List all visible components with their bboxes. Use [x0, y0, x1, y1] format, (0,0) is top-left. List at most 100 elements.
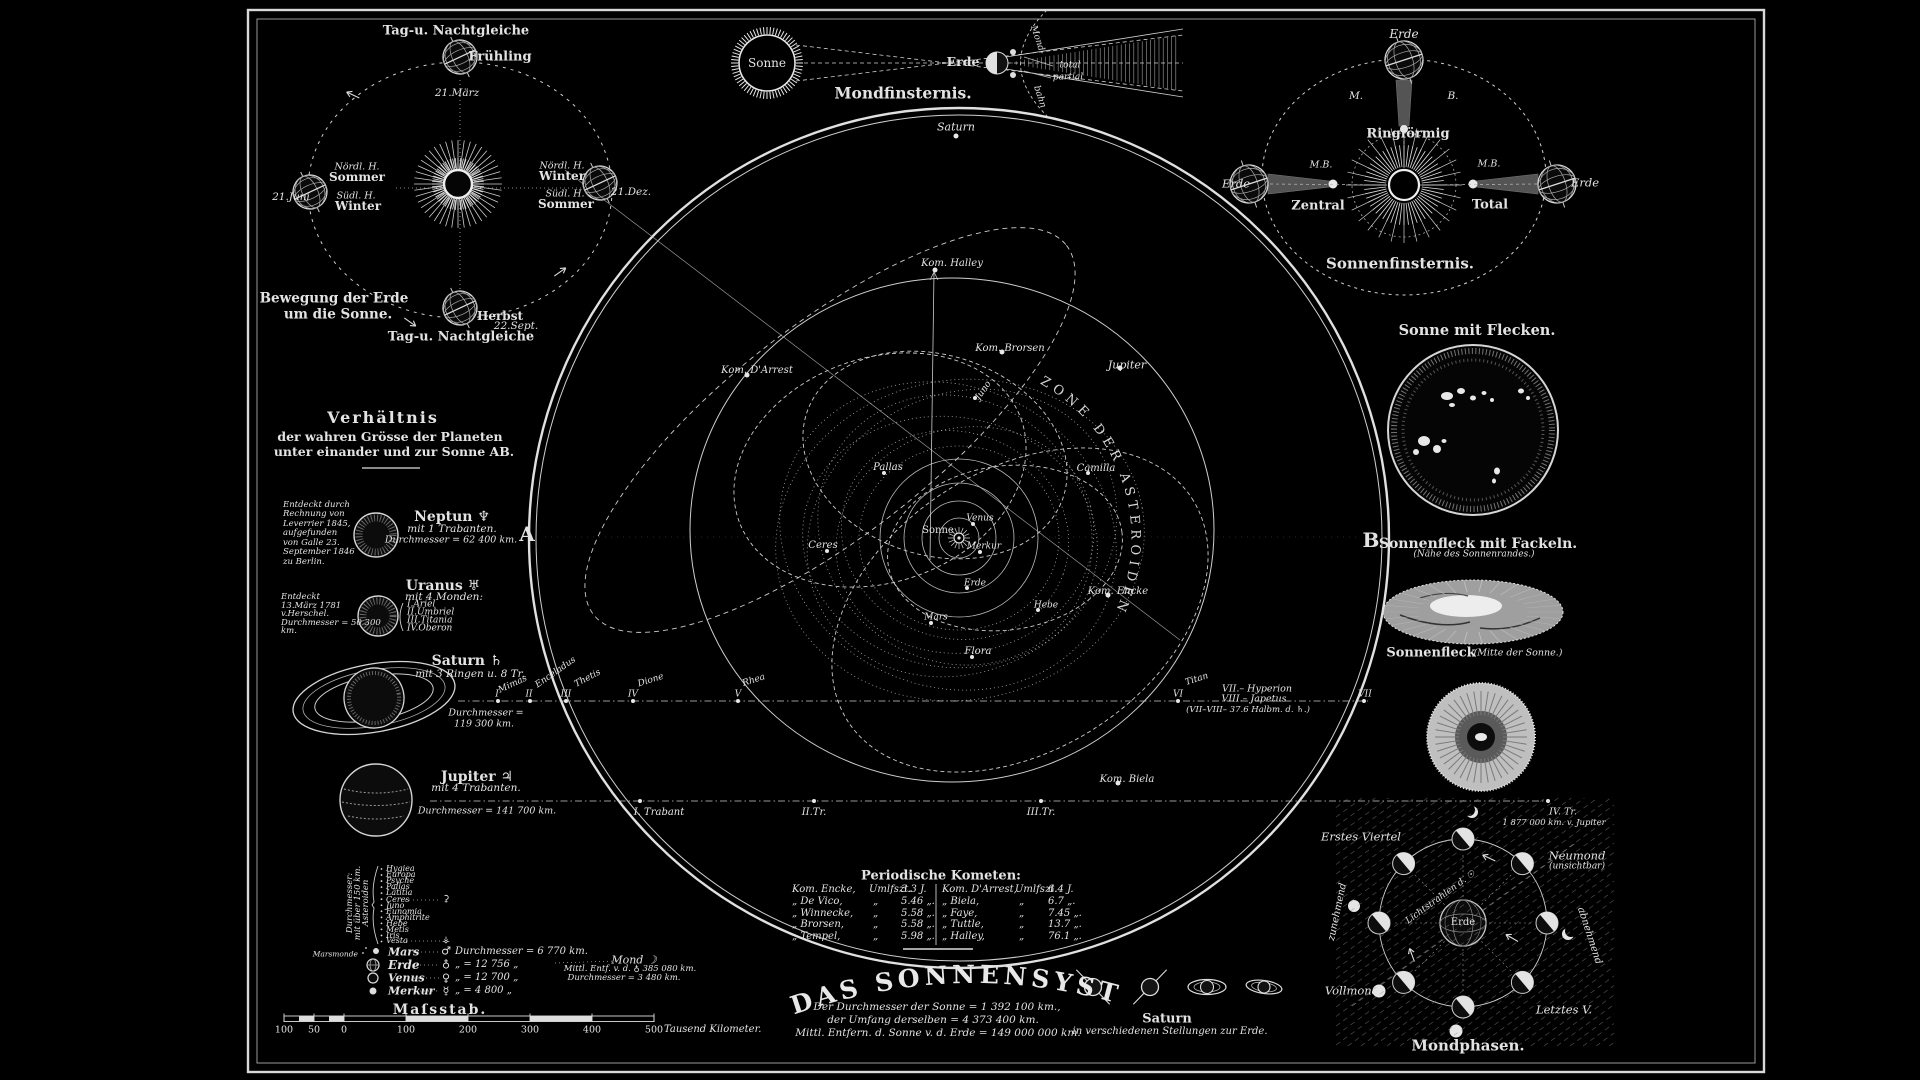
jupiter-moon-4-label: IV. Tr. [1549, 806, 1577, 818]
asteroid-item: Lätitia [386, 888, 413, 897]
map-kom-halley-label: Kom. Halley [921, 258, 983, 269]
map-merkur-label: Merkur [966, 541, 1002, 552]
planet-row-value: Durchmesser = 6 770 km. [455, 946, 588, 957]
lunar-eclipse-earth-label: Erde [946, 53, 980, 69]
map-venus-label: Venus [966, 513, 994, 524]
scale-unit-label: Tausend Kilometer. [664, 1024, 762, 1035]
vesta-symbol: ⚶ [442, 935, 450, 946]
uranus-name-label: Uranus ♅ [405, 578, 481, 594]
saturn-diameter-label-2: 119 300 km. [453, 718, 515, 730]
saturn-moon-numeral-iii: III [560, 689, 572, 700]
size-comparison-graphics [292, 467, 456, 837]
map-jupiter-label: Jupiter [1107, 358, 1147, 372]
map-ceres-label: Ceres [808, 540, 838, 551]
moon-phase-full-moon-label: Vollmond [1324, 983, 1380, 998]
comet-name: „ Tempel, [792, 931, 841, 942]
neptune-note-line: aufgefunden [283, 527, 338, 538]
sun-with-spots-graphic [1387, 344, 1559, 516]
seasons-south-hemisphere-label-1: Südl. H. [336, 190, 376, 202]
ceres-symbol: ⚳ [442, 894, 450, 905]
seasons-north-hemisphere-label-2: Nördl. H. [539, 160, 585, 172]
sunspot-faculae-graphic [1382, 579, 1564, 645]
saturn-moon-numeral-vi: VI [1172, 689, 1184, 700]
saturn-diameter-label-1: Durchmesser = [448, 707, 524, 719]
saturn-moon-japetus-label: VIII.– Japetus [1221, 693, 1287, 705]
seasons-june-date: 21.Juni [272, 190, 310, 203]
comet-period-word: „ [1019, 896, 1025, 907]
comet-table-title: Periodische Kometen: [861, 868, 1021, 884]
scale-title: Maſsstab. [392, 1002, 488, 1018]
comet-name: „ De Vico, [792, 896, 843, 907]
solar-eclipse-earth-left-label: Erde [1221, 176, 1251, 191]
solar-eclipse-earth-right-label: Erde [1570, 175, 1600, 190]
comet-name: „ Biela, [942, 896, 980, 907]
planet-row-name: Mars [388, 945, 420, 959]
sunspot-faculae-subtitle: (Nähe des Sonnenrandes.) [1413, 549, 1535, 560]
uranus-moon-item: I.Ariel [407, 599, 436, 610]
comet-table-graphics [903, 884, 973, 950]
comet-period-word: „ [873, 908, 879, 919]
jupiter-diameter-label: Durchmesser = 141 700 km. [417, 805, 557, 817]
sun-fact-circumference: der Umfang derselben = 4 373 400 km. [827, 1013, 1039, 1026]
asteroid-item: Vesta [386, 936, 408, 945]
planet-row-name: Erde [388, 958, 420, 972]
map-kom-darrest-label: Kom. D'Arrest [721, 365, 793, 376]
comet-period-word: „ [873, 931, 879, 942]
mars-symbol: ♂ [441, 944, 451, 958]
svg-text:DAS SONNENSYSTEM.: DAS SONNENSYSTEM. [0, 0, 1121, 1020]
central-map-graphic: ZONE DER ASTEROIDEN [527, 106, 1391, 970]
uranus-note-line: 13.März 1781 [281, 600, 342, 611]
seasons-autumn-label: Herbst [477, 309, 523, 323]
uranus-note-line: Entdeckt [281, 591, 320, 602]
moon-distance-label: Mittl. Entf. v. d. ♁ 385 080 km. [563, 963, 697, 974]
marsmonde-label: Marsmonde [312, 949, 358, 959]
seasons-summer-label-1: Sommer [328, 170, 386, 184]
letter-a-label: A [519, 522, 535, 546]
asteroid-item: Europa [386, 870, 416, 879]
moon-diameter-label: Durchmesser = 3 480 km. [567, 972, 681, 983]
map-saturn-label: Saturn [937, 120, 975, 134]
sun-with-spots-title: Sonne mit Flecken. [1398, 321, 1556, 339]
moon-phases-earth-label: Erde [1450, 917, 1476, 928]
comet-period-value: 5.58 „. [901, 908, 935, 919]
lunar-eclipse-total-label: total [1059, 60, 1081, 71]
seasons-equinox-bottom-label: Tag-u. Nachtgleiche [387, 329, 535, 345]
seasons-spring-label: Frühling [468, 49, 532, 65]
seasons-winter-label-2: Winter [538, 169, 586, 183]
moon-phase-new-moon-label: Neumond [1548, 848, 1606, 863]
comet-period-value: 76.1 „. [1048, 931, 1082, 942]
map-mars-label: Mars [924, 612, 948, 623]
solar-eclipse-earth-top-label: Erde [1389, 27, 1419, 41]
jupiter-moon-2-label: II.Tr. [801, 807, 827, 818]
comet-name: „ Brorsen, [792, 919, 844, 930]
moon-phase-first-quarter-label: Erstes Viertel [1321, 829, 1401, 844]
moon-phases-title: Mondphasen. [1411, 1036, 1525, 1055]
solar-eclipse-total-label: Total [1471, 197, 1509, 213]
neptune-moons-label: mit 1 Trabanten. [407, 522, 497, 535]
size-comparison-heading-2: der wahren Grösse der Planeten [277, 428, 503, 444]
comet-period-value: 6.7 „. [1048, 896, 1076, 907]
neptune-note-line: zu Berlin. [283, 556, 325, 567]
comet-period-word: „ [873, 919, 879, 930]
map-hebe-label: Hebe [1033, 600, 1059, 611]
neptune-note-line: September 1846 [283, 546, 355, 557]
comet-period-value: 5.58 „. [901, 919, 935, 930]
map-kom-brorsen-label: Kom. Brorsen [975, 343, 1045, 354]
scale-tick: 100 [396, 1024, 416, 1036]
asteroid-planet-table-graphics [362, 865, 617, 995]
comet-name: „ Winnecke, [792, 908, 854, 919]
solar-eclipse-m-label: M. [1348, 89, 1364, 102]
saturn-moon-numeral-i: I [495, 689, 499, 700]
title-arc-graphic: DAS SONNENSYSTEM. [0, 0, 1121, 1020]
uranus-moon-item: IV.Oberon [407, 623, 453, 634]
saturn-moon-hyperion-label: VII.– Hyperion [1222, 683, 1292, 695]
scale-tick: 0 [340, 1024, 348, 1036]
saturn-moon-radius-note: (VII–VIII– 37.6 Halbm. d. ♄.) [1186, 704, 1310, 715]
sunspot-faculae-title: Sonnenfleck mit Fackeln. [1378, 536, 1578, 552]
jupiter-moons-distance-line [430, 799, 1550, 803]
map-pallas-label: Pallas [873, 462, 903, 473]
zone-der-asteroiden-label: ZONE DER ASTEROIDEN [1038, 374, 1138, 618]
seasons-summer-label-2: Sommer [537, 197, 595, 211]
comet-period-word: Umlfszt. [869, 884, 912, 895]
map-kom-biela-label: Kom. Biela [1099, 774, 1155, 785]
